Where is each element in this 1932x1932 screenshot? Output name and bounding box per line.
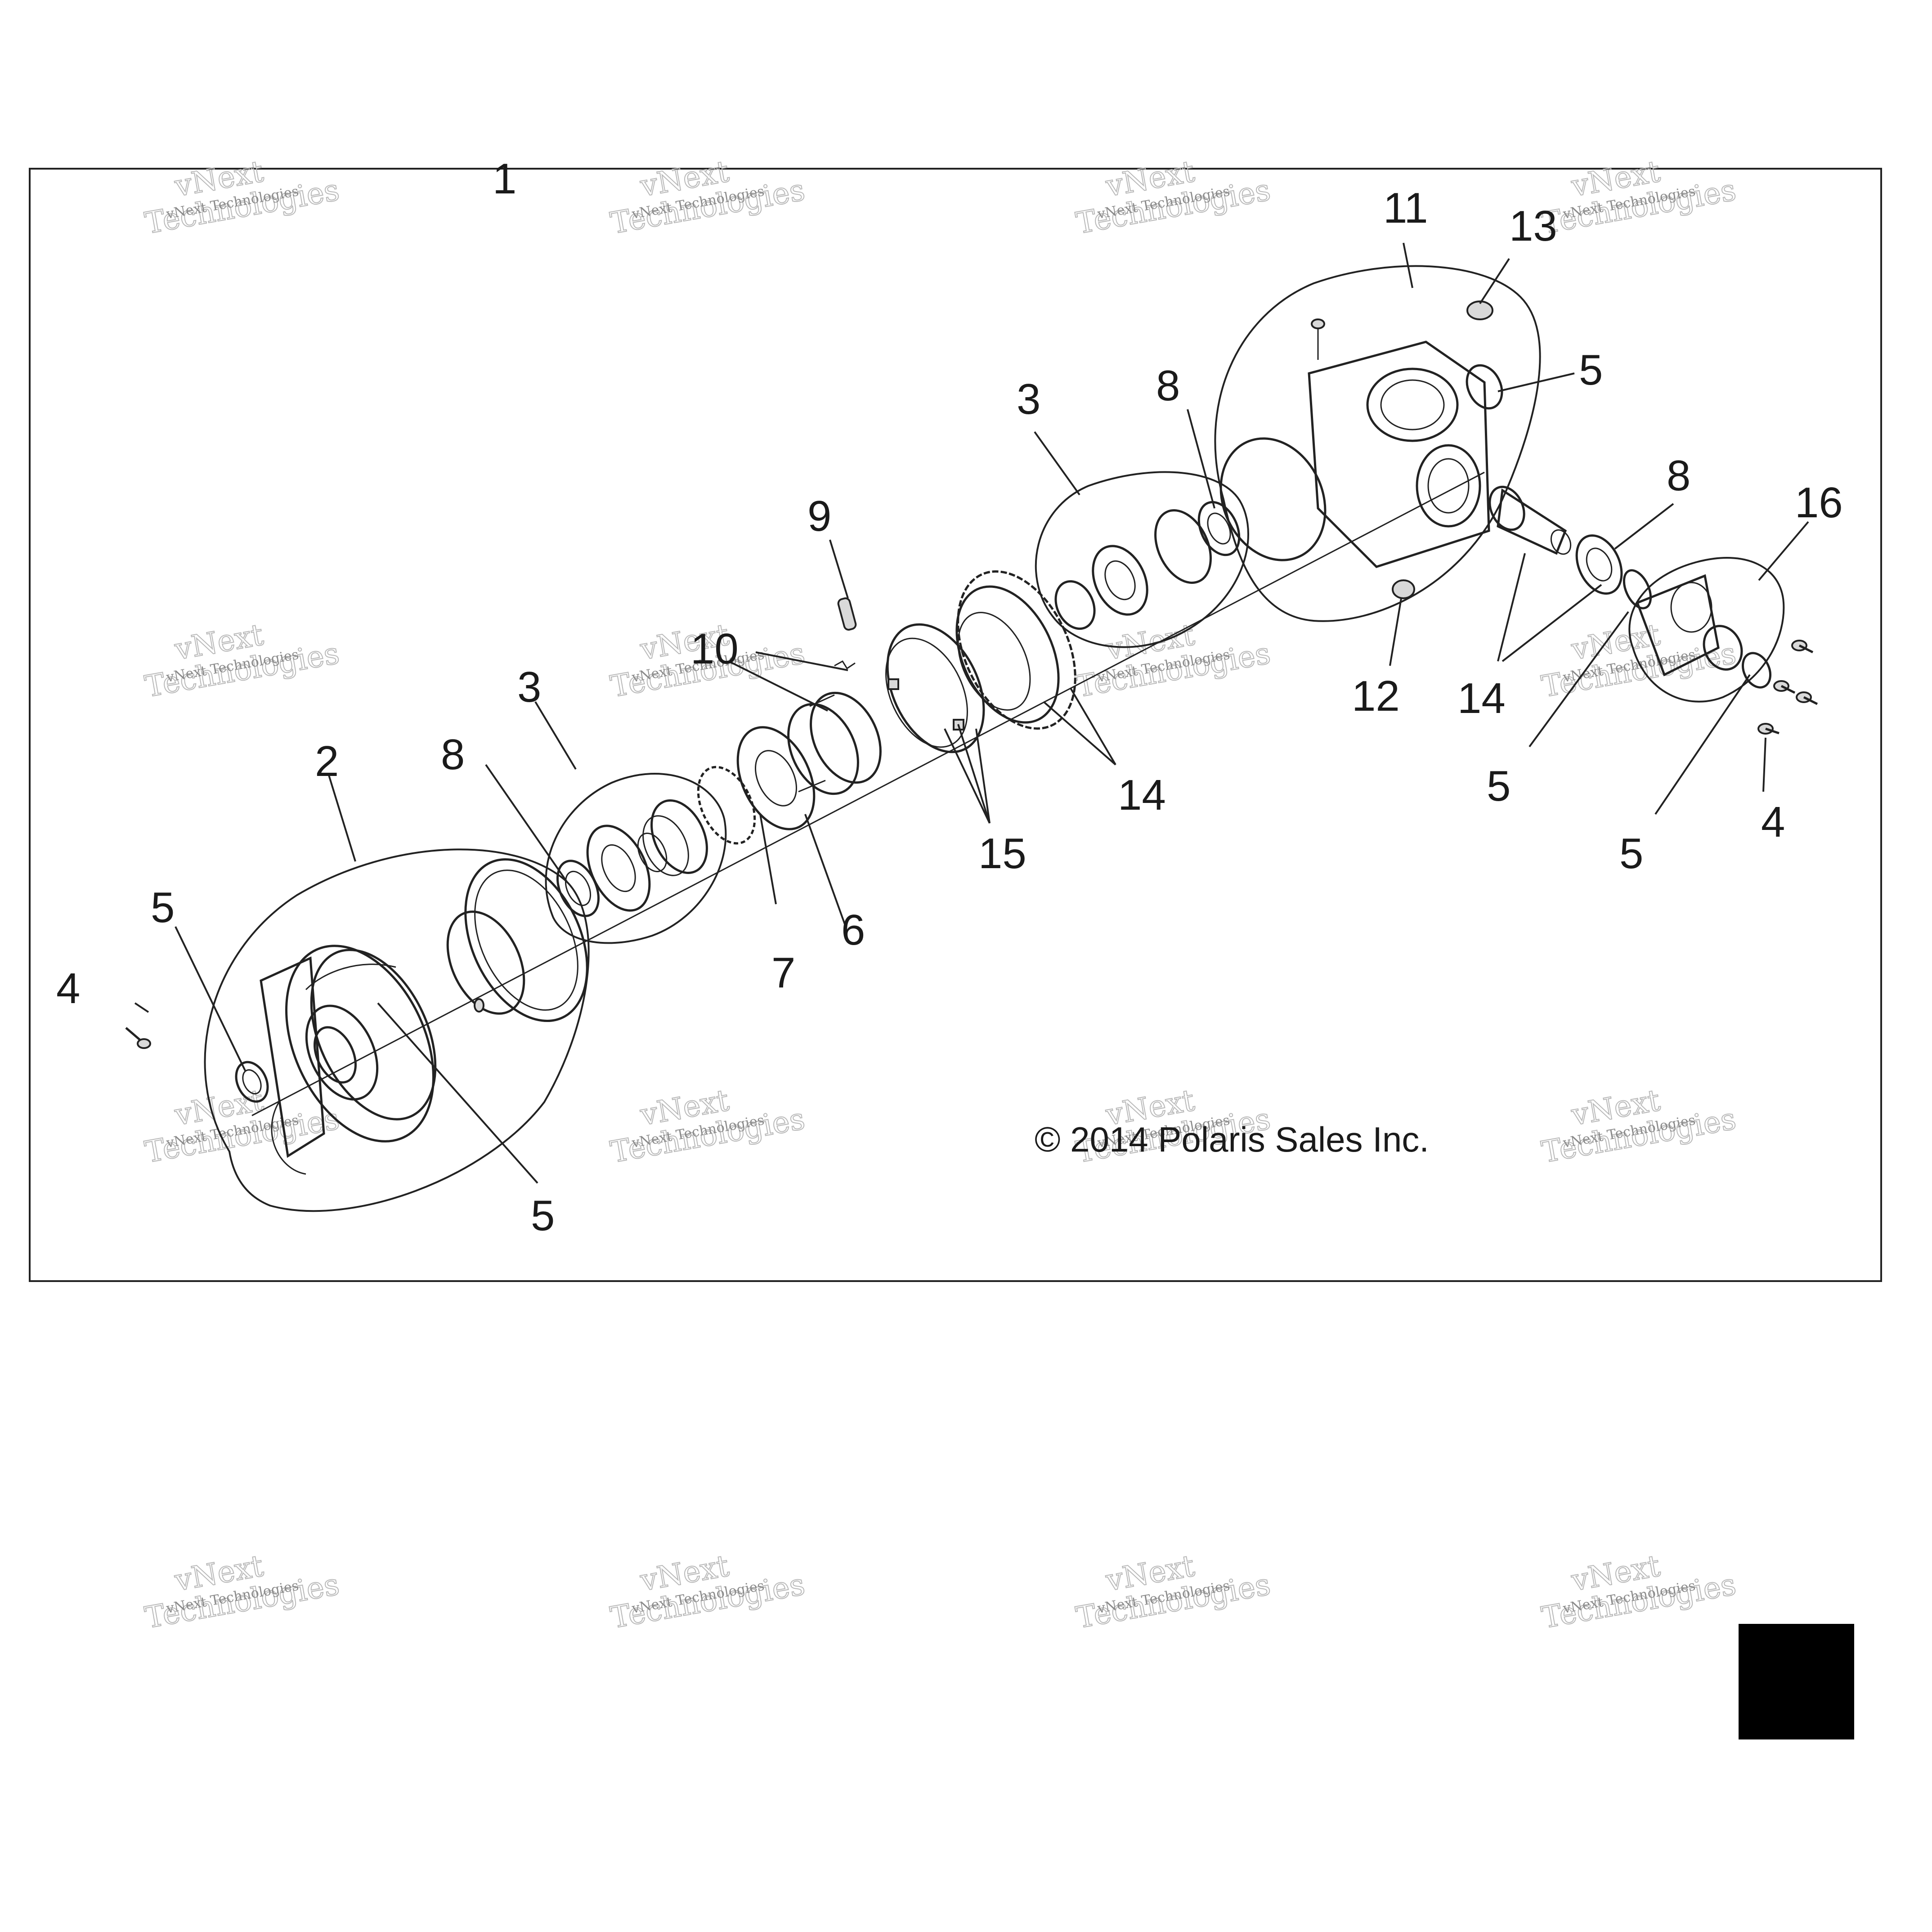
callout-8-right: 8 [1667, 452, 1690, 500]
diagram-frame [29, 168, 1882, 1282]
o-ring-right [1623, 569, 1652, 610]
leader-lines [134, 242, 1809, 1184]
callout-5-bottom: 5 [531, 1192, 555, 1240]
bearing-8-right-inner [1586, 547, 1613, 582]
bearing-8-upper [1197, 501, 1241, 556]
group-outline-bearing-upper [1035, 471, 1249, 648]
ring-large-1-inner [474, 870, 578, 1011]
callout-9: 9 [807, 492, 831, 540]
callout-8-left: 8 [441, 731, 465, 779]
plate-lower [586, 825, 651, 912]
callout-5-upper-right: 5 [1579, 346, 1603, 394]
group-outline-cover-right [1628, 557, 1785, 703]
cover-right [1636, 574, 1771, 689]
assembly-axis [251, 471, 1485, 1116]
callout-11: 11 [1383, 184, 1428, 232]
output-shaft [1488, 485, 1572, 555]
housing-right [1308, 318, 1490, 568]
plate-lower-inner [601, 844, 636, 892]
bearing-upper-cone [1092, 545, 1148, 616]
callout-15: 15 [978, 829, 1027, 878]
ring-medium [446, 910, 525, 1015]
callout-5-mid-right: 5 [1487, 762, 1511, 810]
plug-13 [1466, 300, 1493, 320]
callout-3-upper: 3 [1017, 375, 1040, 423]
bearing-8-right [1575, 534, 1623, 595]
gear-hub-lower [637, 799, 708, 876]
group-outline-bearing-lower [545, 773, 727, 944]
housing-left [260, 945, 437, 1175]
roller-cage [787, 691, 882, 795]
bearing-lower-inner [565, 870, 592, 906]
plate-6 [736, 726, 816, 830]
callout-6: 6 [841, 906, 865, 954]
callout-5-left: 5 [151, 883, 175, 932]
pin-small [474, 998, 484, 1013]
bolt-left [125, 1027, 151, 1049]
ring-large-1 [464, 858, 588, 1022]
callout-7: 7 [771, 949, 795, 997]
pin-9 [837, 597, 857, 631]
plug-12 [1392, 579, 1415, 599]
callout-16: 16 [1795, 479, 1843, 527]
callout-2: 2 [315, 737, 339, 785]
bushing-upper [1054, 580, 1096, 630]
callout-8-upper: 8 [1156, 362, 1180, 410]
bearing-8-upper-inner [1207, 512, 1231, 545]
callout-14-lower: 14 [1118, 771, 1166, 819]
callout-5-far-right: 5 [1619, 829, 1643, 878]
callout-14-right: 14 [1457, 674, 1506, 722]
plate-6-inner [755, 750, 797, 807]
callout-10: 10 [690, 625, 739, 673]
seal-left [235, 1061, 269, 1103]
seal-left-inner [242, 1069, 262, 1094]
bolts-right [1757, 640, 1818, 735]
seal-upper-right [1466, 364, 1503, 410]
callout-4-right: 4 [1761, 798, 1785, 846]
callout-4-left: 4 [56, 964, 80, 1013]
bearing-upper-cone-inner [1104, 560, 1136, 601]
black-square-marker [1739, 1624, 1854, 1739]
copyright-notice: © 2014 Polaris Sales Inc. [1035, 1120, 1429, 1159]
clip-10 [834, 660, 856, 670]
bearing-upper-race [1154, 509, 1212, 584]
callout-1: 1 [493, 155, 516, 203]
group-outline-housing-left [204, 848, 590, 1212]
armature-plate [885, 623, 985, 753]
callout-13: 13 [1509, 202, 1557, 250]
callout-12: 12 [1352, 672, 1400, 720]
group-outline-housing-right [1214, 265, 1541, 622]
callout-labels: 1 2 3 3 4 4 5 5 5 5 5 6 7 8 8 8 9 10 11 … [56, 155, 1843, 1240]
plate-7 [697, 766, 756, 845]
callout-3-lower: 3 [517, 663, 541, 711]
